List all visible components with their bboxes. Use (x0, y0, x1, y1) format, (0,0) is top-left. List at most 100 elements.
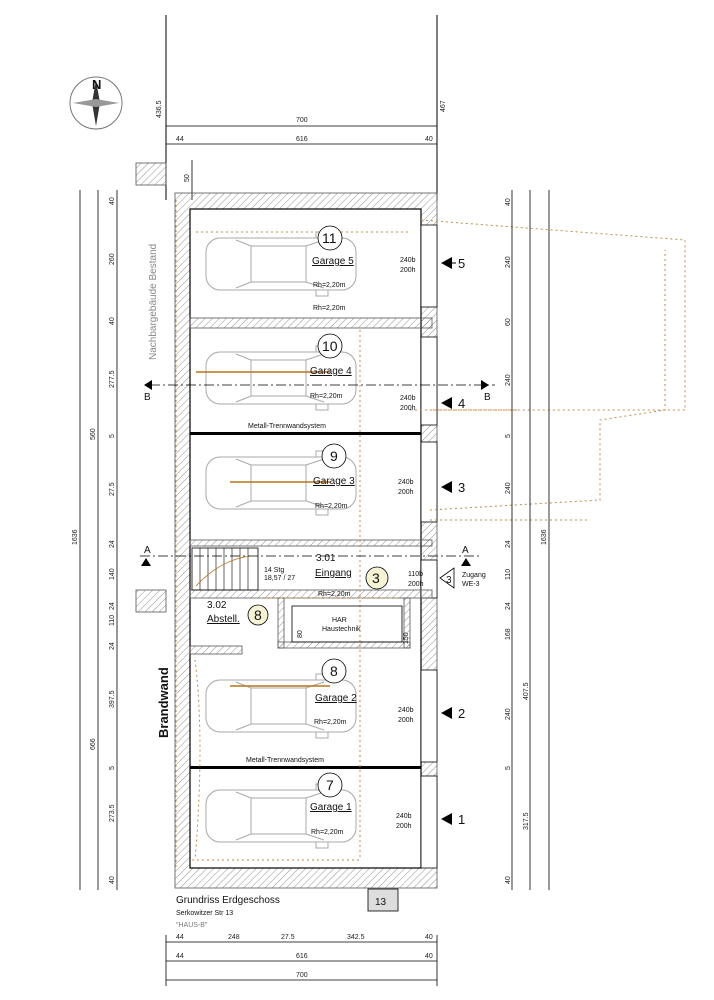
room-rh: Rh=2,20m (310, 393, 343, 400)
access-arrow-icon (439, 567, 455, 589)
door-arrow-label: 1 (458, 812, 465, 827)
neighbor-hatch-bottom (135, 589, 167, 613)
room-rh: Rh=2,20m (313, 282, 346, 289)
har-h: 150 (403, 632, 410, 644)
bottom-dim: 342.5 (347, 934, 365, 941)
room-rh-2: Rh=2,20m (313, 305, 346, 312)
section-a: A A (140, 545, 480, 566)
bottom-dim: 44 (176, 934, 184, 941)
bottom-dim: 248 (228, 934, 240, 941)
door-width: 240b (398, 707, 414, 714)
left-dim: 5 (109, 766, 116, 770)
bottom-dim-inner: 616 (296, 953, 308, 960)
door-arrow-icon (441, 707, 452, 719)
left-dim: 5 (109, 434, 116, 438)
room-rh: Rh=2,20m (314, 719, 347, 726)
left-dim: 40 (109, 197, 116, 205)
right-dim: 240 (505, 374, 512, 386)
har-label: HAR (332, 617, 347, 624)
bottom-dim: 40 (425, 953, 433, 960)
room-rh: Rh=2,20m (311, 829, 344, 836)
left-dim: 24 (109, 540, 116, 548)
right-dim: 240 (505, 708, 512, 720)
door-arrow-icon (441, 813, 452, 825)
right-dim: 407.5 (523, 682, 530, 700)
left-total-lower: 666 (90, 738, 97, 750)
bottom-dim: 27.5 (281, 934, 295, 941)
bottom-dimensions: 44 248 27.5 342.5 40 44 616 40 700 (165, 934, 438, 986)
left-dim: 110 (109, 615, 116, 626)
external-route (410, 219, 686, 521)
section-b-left: B (144, 392, 151, 403)
top-dimensions: 436.5 467 700 44 616 40 50 (156, 15, 447, 200)
door-height: 200h (398, 489, 414, 496)
right-dim: 24 (505, 602, 512, 610)
right-dimensions: 40 240 60 240 5 240 24 110 24 168 407.5 … (505, 190, 550, 890)
left-dimensions: 40 260 40 277.5 5 27.5 24 140 24 110 24 … (72, 190, 118, 890)
door-height: 200h (396, 823, 412, 830)
neighbor-hatch-top (135, 162, 167, 186)
door-height: 200h (398, 717, 414, 724)
left-total-upper: 560 (90, 428, 97, 440)
plan-footer: Grundriss Erdgeschoss Serkowitzer Str 13… (176, 888, 399, 929)
dim-top-wall-right: 40 (425, 136, 433, 143)
partition-label: Metall-Trennwandsystem (248, 423, 326, 430)
left-dim: 27.5 (109, 482, 116, 496)
stairs-count: 14 Stg (264, 567, 284, 574)
room-name: Garage 4 (310, 366, 352, 377)
neighbor-building-label: Nachbargebäude Bestand (148, 244, 159, 360)
right-dim: 317.5 (523, 812, 530, 830)
room-rh: Rh=2,20m (315, 503, 348, 510)
door-width: 240b (400, 257, 416, 264)
room-name: Eingang (315, 568, 352, 579)
dim-left-offset: 436.5 (156, 100, 163, 118)
plan-house: "HAUS-B" (176, 922, 208, 929)
door-arrow-icon (441, 397, 452, 409)
right-dim: 110 (505, 569, 512, 580)
interior-walls (189, 317, 433, 769)
room-garage-2: 8 Garage 2 Rh=2,20m 240b 200h Metall-Tre… (246, 658, 465, 764)
room-badge: 8 (254, 607, 262, 623)
left-dim: 24 (109, 602, 116, 610)
door-width: 240b (396, 813, 412, 820)
room-id: 8 (330, 663, 338, 679)
left-dim: 40 (109, 876, 116, 884)
dim-top-total: 700 (296, 117, 308, 124)
room-badge: 3 (372, 570, 380, 586)
electrical-lines (175, 200, 410, 870)
section-a-right: A (462, 545, 469, 556)
door-height: 200h (400, 267, 416, 274)
left-dim: 277.5 (109, 370, 116, 388)
room-id: 10 (322, 338, 338, 354)
page-number: 13 (375, 897, 387, 908)
room-storage: 3.02 Abstell. 8 (207, 600, 269, 626)
section-b-right: B (484, 392, 491, 403)
stairs-ratio: 18,57 / 27 (264, 575, 295, 582)
right-dim: 5 (505, 766, 512, 770)
door-width: 110b (408, 571, 423, 578)
room-garage-5: 11 Garage 5 Rh=2,20m Rh=2,20m 240b 200h … (312, 225, 465, 312)
room-code: 3.02 (207, 600, 227, 611)
staircase (191, 547, 259, 591)
plan-address: Serkowitzer Str 13 (176, 910, 233, 917)
dim-top-small: 50 (184, 174, 191, 182)
room-id: 9 (330, 448, 338, 464)
partition-label: Metall-Trennwandsystem (246, 757, 324, 764)
room-name: Garage 5 (312, 256, 354, 267)
right-dim: 240 (505, 482, 512, 494)
access-label: Zugang (462, 572, 486, 579)
right-dim: 5 (505, 434, 512, 438)
room-garage-4: 10 Garage 4 Rh=2,20m 240b 200h Metall-Tr… (248, 333, 465, 430)
room-garage-3: 9 Garage 3 Rh=2,20m 240b 200h 3 (313, 443, 465, 510)
compass-north-label: N (92, 77, 101, 92)
door-arrow-label: 5 (458, 256, 465, 271)
room-name: Garage 2 (315, 693, 357, 704)
room-code: 3.01 (316, 553, 336, 564)
compass: N (69, 76, 123, 130)
right-dim: 60 (505, 318, 512, 326)
door-height: 200h (400, 405, 416, 412)
right-dim: 40 (505, 198, 512, 206)
left-dim: 273.5 (109, 804, 116, 822)
door-width: 240b (398, 479, 414, 486)
har-w: 80 (297, 630, 304, 638)
